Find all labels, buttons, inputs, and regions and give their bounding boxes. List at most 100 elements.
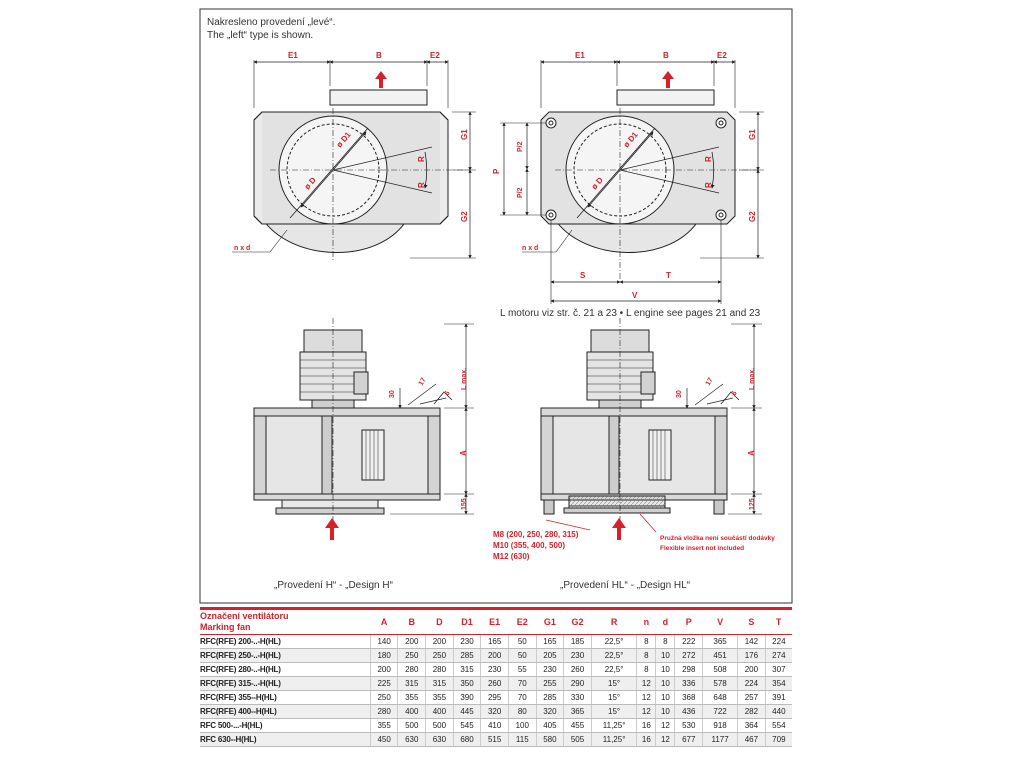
table-cell: 320 <box>480 704 509 719</box>
table-cell: 224 <box>764 634 792 649</box>
note-engine: L motoru viz str. č. 21 a 23 • L engine … <box>500 308 761 319</box>
table-cell: 165 <box>535 634 564 649</box>
table-cell: 200 <box>425 634 454 649</box>
table-cell: 280 <box>369 704 398 719</box>
table-cell: 500 <box>397 718 426 733</box>
col-header: V <box>702 610 738 635</box>
dim-G2-right: G2 <box>748 211 757 222</box>
table-cell: 255 <box>535 676 564 691</box>
table-cell: 12 <box>655 732 675 747</box>
table-cell: 200 <box>480 648 509 663</box>
fan-model-cell: RFC(RFE) 200-..-H(HL) <box>200 634 371 649</box>
table-cell: 400 <box>397 704 426 719</box>
table-cell: 455 <box>563 718 592 733</box>
table-cell: 10 <box>655 704 675 719</box>
table-lead-header: Označení ventilátoru Marking fan <box>200 610 371 635</box>
table-cell: 142 <box>737 634 766 649</box>
dim-G2-left: G2 <box>460 211 469 222</box>
bolt-size-1: M8 (200, 250, 280, 315) <box>493 530 579 539</box>
dim-Lmax-right: L max. <box>749 368 756 390</box>
note-drawn-en: The „left“ type is shown. <box>207 30 314 41</box>
table-cell: 280 <box>425 662 454 677</box>
table-cell: 298 <box>674 662 703 677</box>
table-cell: 185 <box>563 634 592 649</box>
table-top-rule <box>200 607 792 610</box>
table-cell: 365 <box>563 704 592 719</box>
dim-R1-left: R <box>417 156 426 162</box>
fan-model-cell: RFC(RFE) 355--H(HL) <box>200 690 371 705</box>
table-cell: 355 <box>397 690 426 705</box>
table-cell: 440 <box>764 704 792 719</box>
fan-model-cell: RFC(RFE) 315-..-H(HL) <box>200 676 371 691</box>
dim-E1-left: E1 <box>288 51 298 60</box>
table-cell: 12 <box>636 704 656 719</box>
table-cell: 16 <box>636 732 656 747</box>
fan-model-cell: RFC 500-...-H(HL) <box>200 718 371 733</box>
insert-note-cz: Pružná vložka není součástí dodávky <box>660 535 775 542</box>
drawing-frame <box>199 8 793 604</box>
table-cell: 467 <box>737 732 766 747</box>
table-cell: 677 <box>674 732 703 747</box>
col-header: R <box>591 610 637 635</box>
table-cell: 230 <box>480 662 509 677</box>
dim-S: S <box>580 271 586 280</box>
table-cell: 648 <box>702 690 738 705</box>
table-cell: 1177 <box>702 732 738 747</box>
caption-design-hl: „Provedení HL“ - „Design HL“ <box>560 580 691 591</box>
dimension-labels: E1 B E2 E1 B E2 G1 G2 G1 G2 ø D1 ø D ø D… <box>234 51 757 510</box>
table-cell: 8 <box>636 634 656 649</box>
airflow-arrow-inlet-h <box>325 518 339 540</box>
dim-30-right: 30 <box>676 390 683 398</box>
table-cell: 230 <box>535 662 564 677</box>
dim-Lmax-left: L max. <box>461 368 468 390</box>
dim-B-right: B <box>663 51 669 60</box>
dim-P2-bottom: P/2 <box>517 187 524 198</box>
col-header: E1 <box>480 610 509 635</box>
table-cell: 200 <box>397 634 426 649</box>
table-cell: 355 <box>425 690 454 705</box>
col-header: d <box>655 610 675 635</box>
dim-G1-right: G1 <box>748 129 757 140</box>
col-header: T <box>765 610 792 635</box>
fan-model-cell: RFC 630--H(HL) <box>200 732 371 747</box>
table-cell: 630 <box>425 732 454 747</box>
table-cell: 315 <box>397 676 426 691</box>
table-cell: 16 <box>636 718 656 733</box>
dim-17-left: 17 <box>418 377 428 387</box>
table-cell: 200 <box>737 662 766 677</box>
table-cell: 10 <box>655 676 675 691</box>
dim-V: V <box>632 291 638 300</box>
table-cell: 8 <box>636 648 656 663</box>
table-cell: 80 <box>507 704 537 719</box>
table-cell: 578 <box>702 676 738 691</box>
dim-30-left: 30 <box>389 390 396 398</box>
table-cell: 230 <box>563 648 592 663</box>
col-header: P <box>674 610 703 635</box>
table-cell: 354 <box>764 676 792 691</box>
airflow-arrow-top-right <box>662 71 674 88</box>
table-cell: 22,5° <box>590 662 637 677</box>
table-cell: 630 <box>397 732 426 747</box>
table-cell: 451 <box>702 648 738 663</box>
table-cell: 12 <box>636 690 656 705</box>
table-cell: 272 <box>674 648 703 663</box>
caption-design-h: „Provedení H“ - „Design H“ <box>274 580 393 591</box>
table-cell: 505 <box>563 732 592 747</box>
table-cell: 500 <box>425 718 454 733</box>
table-cell: 15° <box>590 704 637 719</box>
table-cell: 709 <box>764 732 792 747</box>
table-cell: 55 <box>507 662 537 677</box>
col-header: G1 <box>536 610 564 635</box>
insert-note-en: Flexible insert not included <box>660 545 744 552</box>
table-cell: 8 <box>636 662 656 677</box>
table-cell: 205 <box>535 648 564 663</box>
airflow-arrow-inlet-hl <box>612 518 626 540</box>
table-cell: 140 <box>369 634 398 649</box>
table-cell: 15° <box>590 676 637 691</box>
fan-model-cell: RFC(RFE) 250-..-H(HL) <box>200 648 371 663</box>
